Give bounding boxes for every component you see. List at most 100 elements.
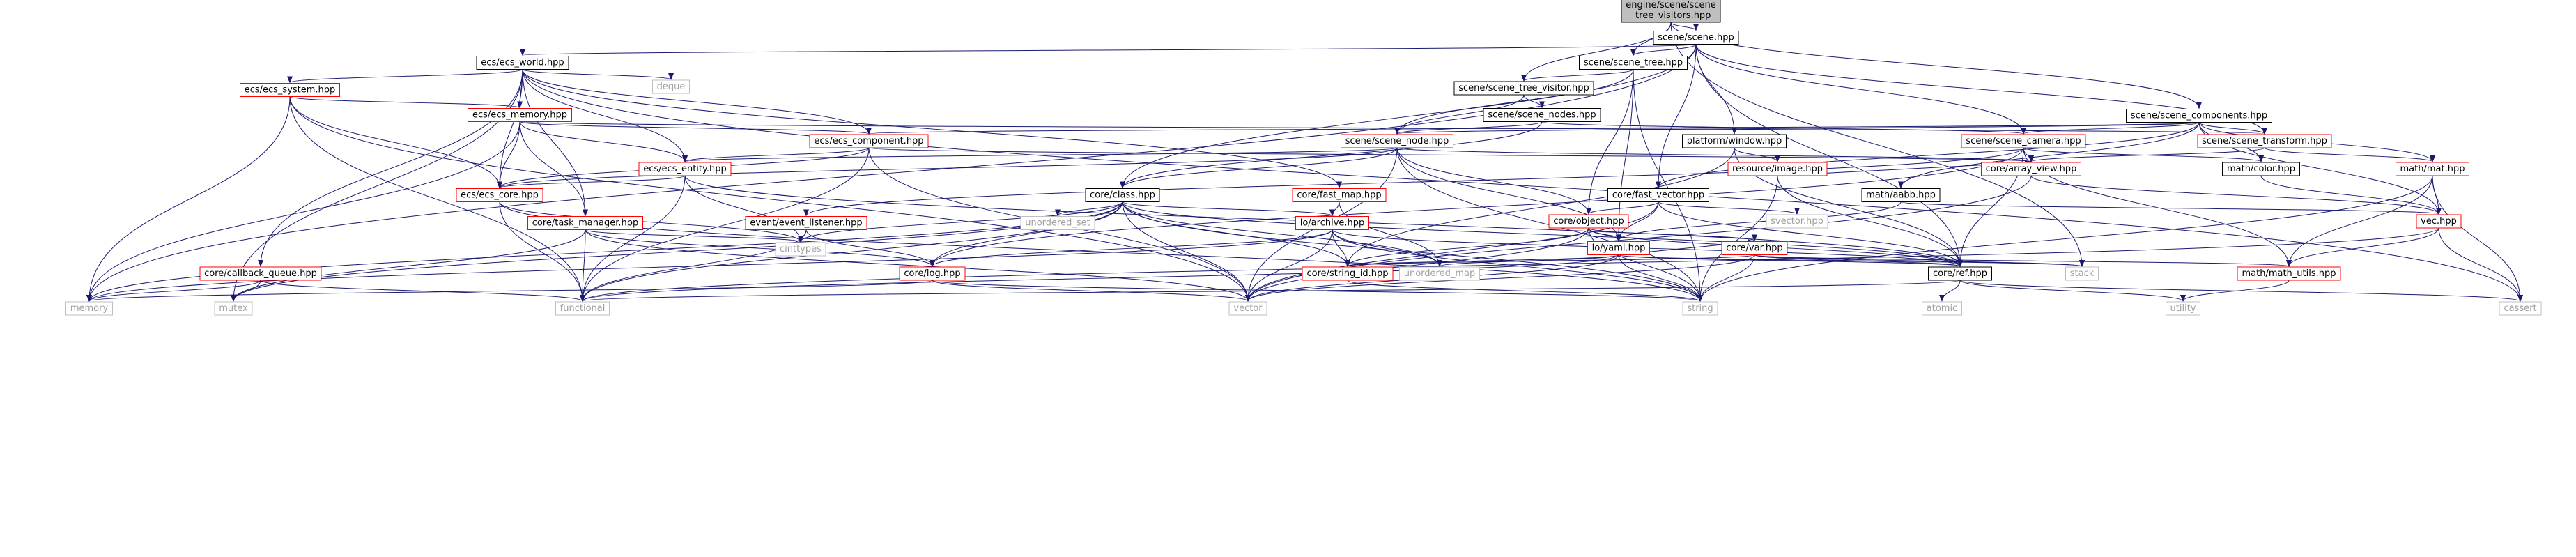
- dependency-edge: [1898, 122, 2200, 189]
- dependency-edge: [522, 69, 688, 162]
- node-math-aabb-hpp[interactable]: math/aabb.hpp: [1861, 188, 1941, 202]
- node-core-fast-map-hpp[interactable]: core/fast_map.hpp: [1292, 188, 1387, 202]
- dependency-edge: [1959, 280, 2523, 302]
- node-label: cinttypes: [780, 244, 822, 254]
- node-box: [2396, 162, 2469, 176]
- node-label: scene/scene_tree.hpp: [1584, 58, 1683, 68]
- node-core-string-id-hpp[interactable]: core/string_id.hpp: [1302, 266, 1394, 281]
- node-resource-image-hpp[interactable]: resource/image.hpp: [1727, 162, 1828, 176]
- dependency-edge: [2286, 227, 2439, 267]
- dependency-edge: [1332, 229, 1703, 302]
- node-ecs-ecs-world-hpp[interactable]: ecs/ecs_world.hpp: [476, 56, 569, 70]
- node-label: stack: [2070, 268, 2095, 279]
- dependency-edge: [1586, 201, 1659, 215]
- node-label: functional: [560, 303, 606, 314]
- node-label: memory: [70, 303, 109, 314]
- dependency-edge: [1120, 147, 1398, 189]
- node-label: scene/scene_camera.hpp: [1966, 136, 2081, 146]
- dependency-edge: [1616, 201, 1902, 242]
- node-math-math-utils-hpp[interactable]: math/math_utils.hpp: [2237, 266, 2341, 281]
- node-label: scene/scene_tree_visitor.hpp: [1458, 83, 1589, 93]
- node-box: [1607, 188, 1709, 202]
- node-label: core/task_manager.hpp: [532, 218, 639, 229]
- dependency-edge: [580, 147, 870, 302]
- node-engine-scene-scene-tree-visitors-hpp[interactable]: engine/scene/scene_tree_visitors.hpp: [1621, 0, 1721, 23]
- node-scene-scene-transform-hpp[interactable]: scene/scene_transform.hpp: [2197, 134, 2332, 148]
- node-label: atomic: [1927, 303, 1957, 314]
- node-label: ecs/ecs_world.hpp: [481, 58, 564, 68]
- node-scene-scene-tree-hpp[interactable]: scene/scene_tree.hpp: [1579, 56, 1688, 70]
- dependency-edge: [497, 147, 1398, 189]
- node-box: [65, 301, 113, 316]
- node-label: ecs/ecs_core.hpp: [461, 190, 539, 201]
- dependency-edge: [930, 201, 1123, 267]
- node-ecs-ecs-core-hpp[interactable]: ecs/ecs_core.hpp: [456, 188, 543, 202]
- node-io-yaml-hpp[interactable]: io/yaml.hpp: [1587, 241, 1650, 255]
- node-box: [2499, 301, 2542, 316]
- node-scene-scene-nodes-hpp[interactable]: scene/scene_nodes.hpp: [1483, 108, 1601, 122]
- node-vec-hpp[interactable]: vec.hpp: [2416, 214, 2462, 229]
- dependency-edge: [522, 69, 2523, 302]
- dependency-edge: [585, 229, 803, 243]
- node-label: math/mat.hpp: [2400, 164, 2465, 174]
- dependency-edge: [231, 280, 261, 302]
- dependency-edge: [2028, 147, 2265, 162]
- node-core-class-hpp[interactable]: core/class.hpp: [1085, 188, 1160, 202]
- node-box: [476, 56, 569, 70]
- node-ecs-ecs-entity-hpp[interactable]: ecs/ecs_entity.hpp: [638, 162, 732, 176]
- node-box: [1766, 214, 1828, 229]
- node-core-ref-hpp[interactable]: core/ref.hpp: [1928, 266, 1992, 281]
- node-mutex: mutex: [214, 301, 253, 316]
- node-box: [652, 79, 690, 94]
- node-core-fast-vector-hpp[interactable]: core/fast_vector.hpp: [1607, 188, 1709, 202]
- dependency-edge: [1055, 201, 1123, 217]
- node-scene-scene-node-hpp[interactable]: scene/scene_node.hpp: [1341, 134, 1453, 148]
- dependency-edge: [1523, 94, 1545, 109]
- dependency-edge: [497, 121, 520, 189]
- node-core-array-view-hpp[interactable]: core/array_view.hpp: [1981, 162, 2081, 176]
- dependency-edge: [287, 69, 523, 84]
- node-scene-scene-hpp[interactable]: scene/scene.hpp: [1653, 31, 1739, 45]
- node-label: scene/scene_nodes.hpp: [1488, 110, 1596, 121]
- dependency-edge: [2180, 280, 2290, 302]
- dependency-edge: [1332, 229, 1442, 267]
- node-platform-window-hpp[interactable]: platform/window.hpp: [1682, 134, 1787, 148]
- node-core-log-hpp[interactable]: core/log.hpp: [899, 266, 966, 281]
- node-scene-scene-tree-visitor-hpp[interactable]: scene/scene_tree_visitor.hpp: [1453, 81, 1594, 96]
- node-unordered-set: unordered_set: [1020, 216, 1095, 230]
- node-core-callback-queue-hpp[interactable]: core/callback_queue.hpp: [199, 266, 322, 281]
- node-label: resource/image.hpp: [1732, 164, 1823, 174]
- node-event-event-listener-hpp[interactable]: event/event_listener.hpp: [745, 216, 867, 230]
- node-core-object-hpp[interactable]: core/object.hpp: [1548, 214, 1629, 229]
- dependency-edge: [1734, 147, 1780, 162]
- node-box: [2197, 134, 2332, 148]
- node-ecs-ecs-system-hpp[interactable]: ecs/ecs_system.hpp: [240, 83, 340, 97]
- node-core-var-hpp[interactable]: core/var.hpp: [1721, 241, 1788, 255]
- node-math-mat-hpp[interactable]: math/mat.hpp: [2396, 162, 2469, 176]
- dependency-edge: [1754, 254, 2085, 267]
- node-core-task-manager-hpp[interactable]: core/task_manager.hpp: [527, 216, 643, 230]
- dependency-edge: [86, 121, 520, 302]
- dependency-edge: [521, 44, 1697, 56]
- dependency-edge: [1939, 280, 1961, 302]
- dependency-edge: [1394, 69, 1634, 135]
- node-io-archive-hpp[interactable]: io/archive.hpp: [1295, 216, 1369, 230]
- node-box: [1727, 162, 1828, 176]
- node-scene-scene-components-hpp[interactable]: scene/scene_components.hpp: [2126, 109, 2272, 123]
- node-label: vec.hpp: [2421, 216, 2457, 227]
- dependency-edge: [519, 121, 2266, 135]
- node-scene-scene-camera-hpp[interactable]: scene/scene_camera.hpp: [1961, 134, 2086, 148]
- node-math-color-hpp[interactable]: math/color.hpp: [2222, 162, 2300, 176]
- node-label: ecs/ecs_component.hpp: [814, 136, 923, 146]
- node-label: svector.hpp: [1771, 216, 1823, 227]
- dependency-edge: [499, 201, 585, 302]
- dependency-edge: [2023, 147, 2264, 162]
- node-label: core/fast_map.hpp: [1297, 190, 1381, 201]
- node-box: [1228, 301, 1267, 316]
- node-box: [745, 216, 867, 230]
- dependency-edge: [1586, 69, 1634, 215]
- node-ecs-ecs-component-hpp[interactable]: ecs/ecs_component.hpp: [809, 134, 929, 148]
- node-ecs-ecs-memory-hpp[interactable]: ecs/ecs_memory.hpp: [468, 108, 572, 122]
- node-label: core/var.hpp: [1726, 243, 1782, 254]
